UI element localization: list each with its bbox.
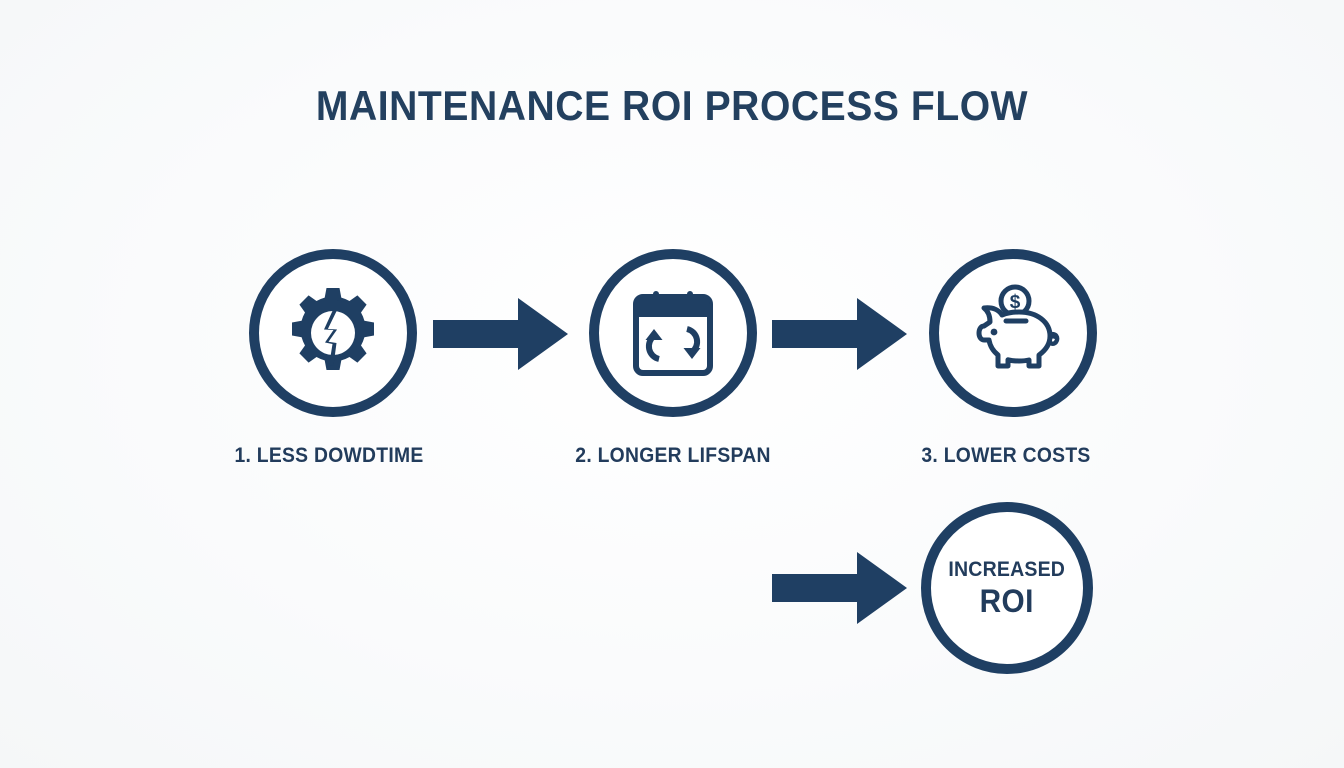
step-1-caption: 1. LESS DOWDTIME — [234, 444, 424, 467]
step-1-circle — [249, 249, 417, 417]
arrow-step1-to-step2 — [433, 296, 568, 372]
step-2-circle — [589, 249, 757, 417]
step-2-caption: 2. LONGER LIFSPAN — [575, 444, 771, 467]
calendar-refresh-icon — [623, 283, 723, 383]
arrow-step2-to-step3 — [772, 296, 907, 372]
step-3-caption: 3. LOWER COSTS — [921, 444, 1091, 467]
arrow-step3-to-outcome — [772, 550, 907, 626]
outcome-line-1: INCREASED — [948, 558, 1066, 581]
outcome-text: INCREASED ROI — [949, 559, 1066, 617]
step-3-circle: $ — [929, 249, 1097, 417]
page-title: MAINTENANCE ROI PROCESS FLOW — [315, 82, 1029, 129]
outcome-circle-increased-roi: INCREASED ROI — [921, 502, 1093, 674]
piggy-bank-icon: $ — [961, 283, 1065, 383]
broken-gear-icon — [283, 283, 383, 383]
outcome-line-2: ROI — [979, 583, 1035, 619]
svg-text:$: $ — [1010, 292, 1021, 313]
